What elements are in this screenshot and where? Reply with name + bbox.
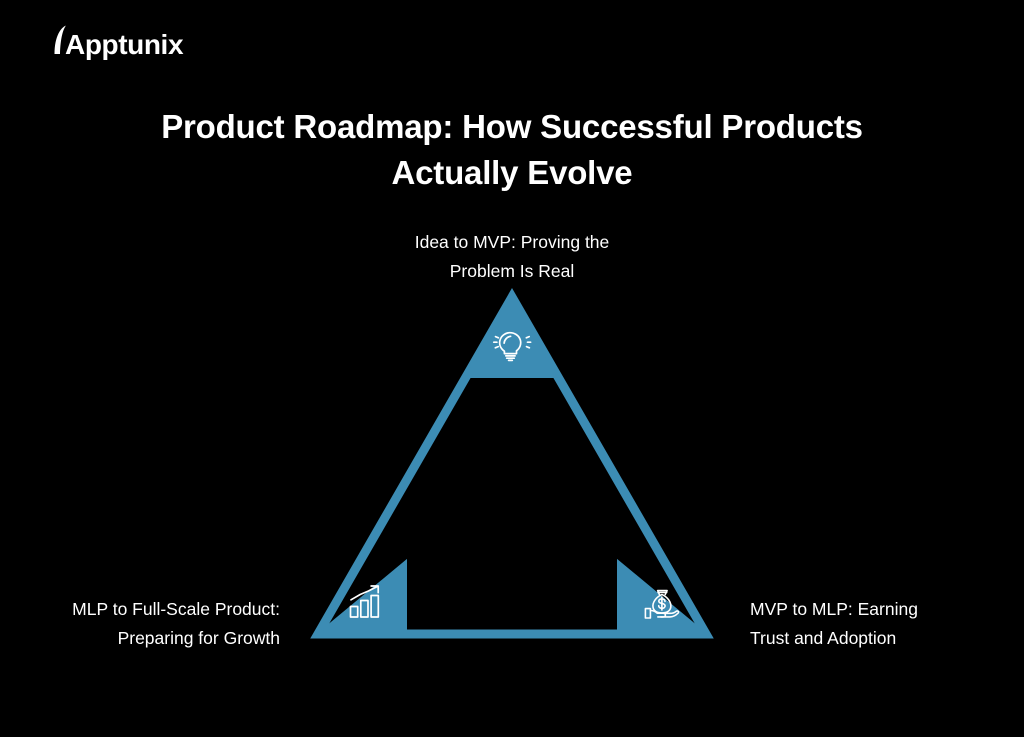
lightbulb-icon <box>492 331 532 362</box>
node-label-idea-to-mvp: Idea to MVP: Proving the Problem Is Real <box>342 228 682 286</box>
triangle-outline <box>310 287 714 639</box>
node-label-idea-to-mvp-line-2: Problem Is Real <box>449 261 575 281</box>
hand-money-bag-icon <box>644 589 680 619</box>
node-label-idea-to-mvp-line-1: Idea to MVP: Proving the <box>414 232 610 252</box>
triangle-corner-bottom-left <box>315 558 407 635</box>
node-label-mvp-to-mlp-line-2: Trust and Adoption <box>750 628 897 648</box>
node-label-mlp-to-full-scale: MLP to Full-Scale Product: Preparing for… <box>0 595 280 653</box>
node-label-mlp-to-full-scale-line-2: Preparing for Growth <box>117 628 280 648</box>
triangle-corner-top <box>464 294 560 378</box>
brand-name: Apptunix <box>65 28 184 60</box>
node-label-mvp-to-mlp-line-1: MVP to MLP: Earning <box>750 599 918 619</box>
apptunix-arc-logo-icon <box>54 25 66 54</box>
node-label-mvp-to-mlp: MVP to MLP: Earning Trust and Adoption <box>750 595 1024 653</box>
page-title: Product Roadmap: How Successful Products… <box>0 104 1024 196</box>
node-label-mlp-to-full-scale-line-1: MLP to Full-Scale Product: <box>72 599 280 619</box>
page-title-line-2: Actually Evolve <box>391 154 633 192</box>
brand-logo: Apptunix <box>30 20 184 66</box>
page-title-line-1: Product Roadmap: How Successful Products <box>161 108 863 146</box>
growth-bar-chart-icon <box>349 585 380 618</box>
